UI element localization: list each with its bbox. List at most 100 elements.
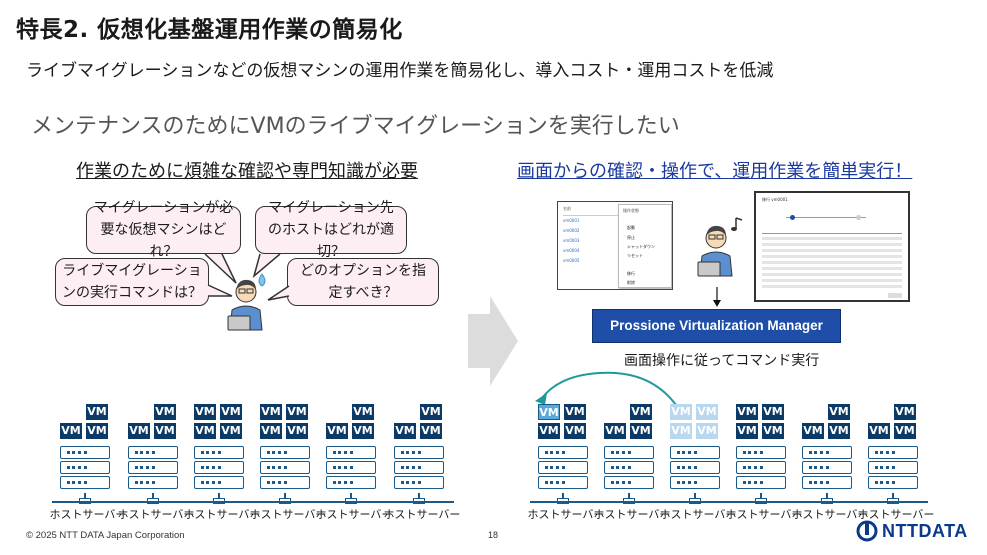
host-server-label: ホストサーバー xyxy=(593,508,671,521)
happy-operator-icon xyxy=(697,217,743,277)
vm-badge[interactable]: VM xyxy=(538,404,560,420)
menu-item-stop[interactable]: 停止 xyxy=(627,235,635,240)
right-section-title: 画面からの確認・操作で、運用作業を簡単実行！ xyxy=(517,161,913,182)
vm-badge[interactable]: VM xyxy=(630,404,652,420)
vm-badge[interactable]: VM xyxy=(326,423,348,439)
server-icon xyxy=(538,446,588,492)
copyright: © 2025 NTT DATA Japan Corporation xyxy=(26,530,185,541)
list-item[interactable]: vm0003 xyxy=(563,238,580,243)
vm-badge[interactable]: VM xyxy=(894,423,916,439)
host-server-label: ホストサーバー xyxy=(659,508,737,521)
vm-badge[interactable]: VM xyxy=(802,423,824,439)
scenario-heading: メンテナンスのためにVMのライブマイグレーションを実行したい xyxy=(31,114,680,139)
vm-list-screenshot[interactable]: 名前 vm0001 vm0002 vm0003 vm0004 vm0005 操作… xyxy=(557,201,673,290)
host-server-label: ホストサーバー xyxy=(527,508,605,521)
bubble-text: マイグレーション先のホストはどれが適切？ xyxy=(268,200,394,260)
vm-badge[interactable]: VM xyxy=(420,404,442,420)
vm-badge[interactable]: VM xyxy=(220,423,242,439)
vm-badge[interactable]: VM xyxy=(194,423,216,439)
server-icon xyxy=(60,446,110,492)
vm-badge[interactable]: VM xyxy=(762,423,784,439)
vm-badge[interactable]: VM xyxy=(828,423,850,439)
server-icon xyxy=(670,446,720,492)
server-icon xyxy=(128,446,178,492)
server-icon xyxy=(604,446,654,492)
question-bubble-destination-host: マイグレーション先のホストはどれが適切？ xyxy=(255,200,407,260)
host-server-label: ホストサーバー xyxy=(791,508,869,521)
menu-item-shutdown[interactable]: シャットダウン xyxy=(627,244,655,249)
vm-badge[interactable]: VM xyxy=(60,423,82,439)
vm-badge[interactable]: VM xyxy=(564,423,586,439)
vm-badge[interactable]: VM xyxy=(630,423,652,439)
server-icon xyxy=(868,446,918,492)
menu-item-delete[interactable]: 削除 xyxy=(627,280,635,285)
vm-badge[interactable]: VM xyxy=(220,404,242,420)
list-item[interactable]: vm0001 xyxy=(563,218,580,223)
dashboard-table xyxy=(762,233,902,289)
host-server-label: ホストサーバー xyxy=(117,508,195,521)
vm-badge[interactable]: VM xyxy=(286,404,308,420)
vm-badge[interactable]: VM xyxy=(696,404,718,420)
migration-dashboard-screenshot[interactable]: 移行 vm0001 xyxy=(754,191,910,302)
virtualization-manager-button[interactable]: Prossione Virtualization Manager xyxy=(592,309,841,343)
vm-badge[interactable]: VM xyxy=(352,404,374,420)
host-server-label: ホストサーバー xyxy=(315,508,393,521)
vm-badge[interactable]: VM xyxy=(86,423,108,439)
slide-subtitle: ライブマイグレーションなどの仮想マシンの運用作業を簡易化し、導入コスト・運用コス… xyxy=(26,61,774,81)
ntt-logo-mark-icon xyxy=(856,520,878,542)
vm-badge[interactable]: VM xyxy=(286,423,308,439)
transition-arrow-icon xyxy=(468,296,518,386)
vm-badge[interactable]: VM xyxy=(128,423,150,439)
migration-arrow-icon xyxy=(535,371,677,406)
list-item[interactable]: vm0004 xyxy=(563,248,580,253)
vm-badge[interactable]: VM xyxy=(736,423,758,439)
vm-badge[interactable]: VM xyxy=(420,423,442,439)
vm-badge[interactable]: VM xyxy=(604,423,626,439)
operation-menu[interactable]: 操作状態 起動 停止 シャットダウン リセット 移行 削除 xyxy=(618,204,672,288)
vm-badge[interactable]: VM xyxy=(154,404,176,420)
vm-badge[interactable]: VM xyxy=(538,423,560,439)
vm-badge[interactable]: VM xyxy=(260,404,282,420)
menu-item-start[interactable]: 起動 xyxy=(627,225,635,230)
list-item[interactable]: vm0005 xyxy=(563,258,580,263)
vm-badge[interactable]: VM xyxy=(352,423,374,439)
vm-badge[interactable]: VM xyxy=(394,423,416,439)
dashboard-title: 移行 vm0001 xyxy=(762,197,788,202)
vm-badge[interactable]: VM xyxy=(894,404,916,420)
menu-item-migrate[interactable]: 移行 xyxy=(627,271,635,276)
host-server-label: ホストサーバー xyxy=(249,508,327,521)
vm-badge[interactable]: VM xyxy=(670,423,692,439)
host-server-label: ホストサーバー xyxy=(383,508,461,521)
server-icon xyxy=(736,446,786,492)
slide-title: 特長2. 仮想化基盤運用作業の簡易化 xyxy=(16,17,403,43)
down-arrow-icon xyxy=(713,287,721,307)
question-bubble-command: ライブマイグレーションの実行コマンドは？ xyxy=(55,258,209,306)
menu-header: 操作状態 xyxy=(623,208,639,213)
vm-badge[interactable]: VM xyxy=(828,404,850,420)
vm-badge[interactable]: VM xyxy=(696,423,718,439)
menu-item-reset[interactable]: リセット xyxy=(627,253,643,258)
vm-badge[interactable]: VM xyxy=(154,423,176,439)
list-item[interactable]: vm0002 xyxy=(563,228,580,233)
worried-operator-icon xyxy=(227,273,266,331)
vm-badge[interactable]: VM xyxy=(736,404,758,420)
vm-badge[interactable]: VM xyxy=(260,423,282,439)
vm-badge[interactable]: VM xyxy=(762,404,784,420)
vm-badge[interactable]: VM xyxy=(86,404,108,420)
vm-badge[interactable]: VM xyxy=(194,404,216,420)
question-bubble-option: どのオプションを指定すべき？ xyxy=(287,258,439,306)
vm-badge[interactable]: VM xyxy=(868,423,890,439)
server-icon xyxy=(194,446,244,492)
bubble-text: どのオプションを指定すべき？ xyxy=(300,263,426,301)
vm-badge[interactable]: VM xyxy=(670,404,692,420)
vm-badge[interactable]: VM xyxy=(564,404,586,420)
